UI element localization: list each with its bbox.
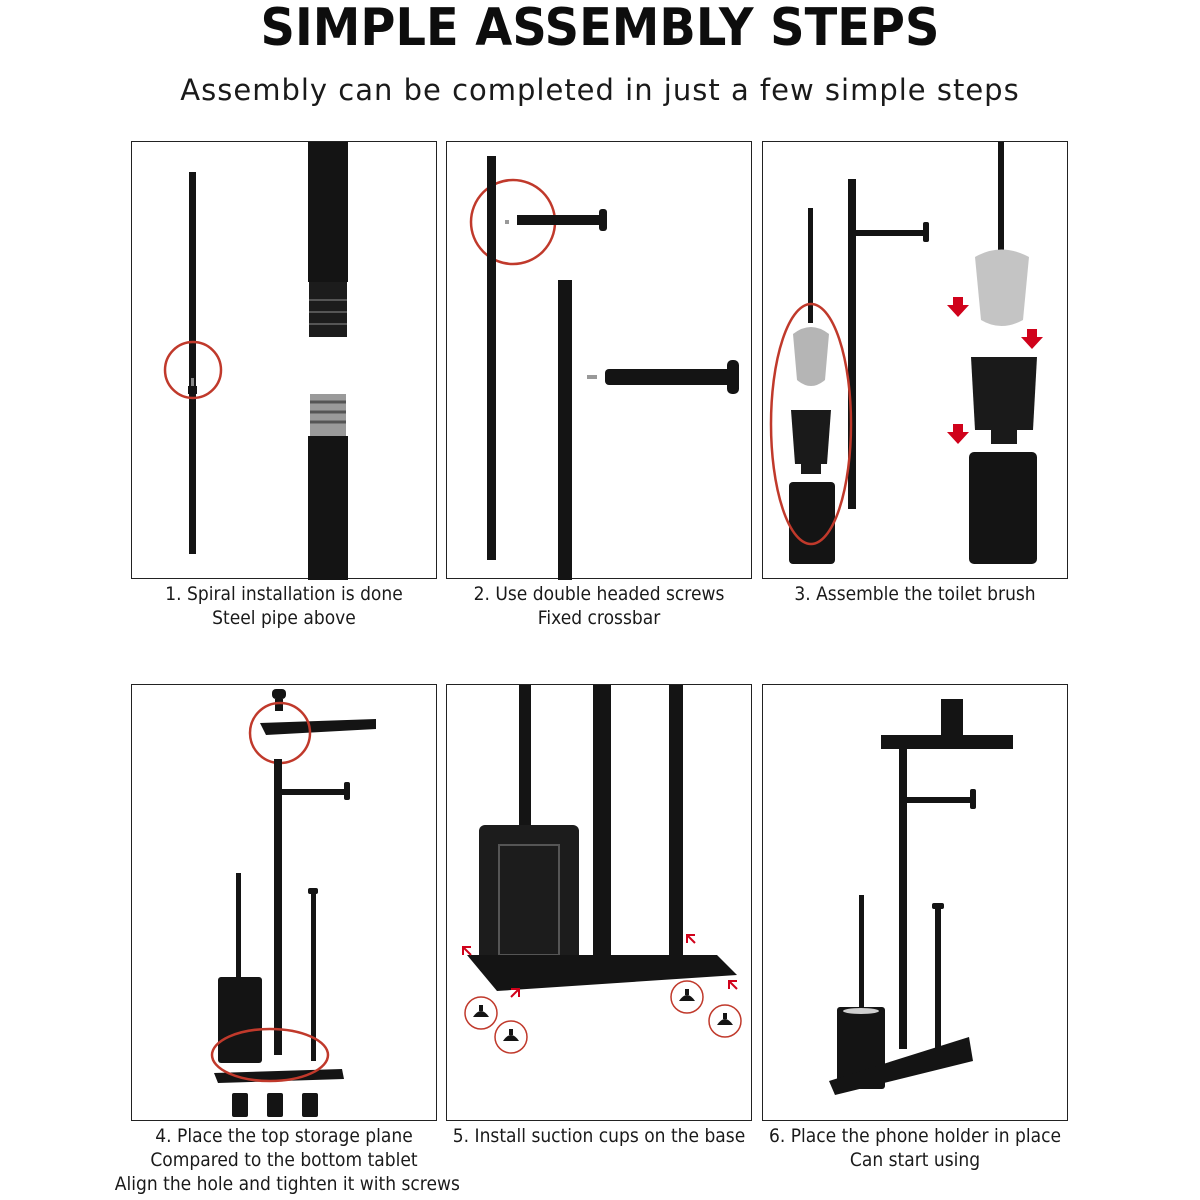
step-6-panel — [762, 684, 1068, 1121]
step-4-caption-line3: Align the hole and tighten it with screw… — [114, 1173, 460, 1195]
page-subtitle: Assembly can be completed in just a few … — [180, 73, 1020, 107]
step-6-caption-line2: Can start using — [849, 1149, 981, 1171]
step-1-illustration — [163, 142, 348, 580]
step-4-caption-line1: 4. Place the top storage plane — [155, 1125, 413, 1147]
step-1-caption: 1. Spiral installation is done Steel pip… — [146, 582, 421, 630]
step-4-panel — [131, 684, 437, 1121]
step-4-caption: 4. Place the top storage plane Compared … — [114, 1124, 460, 1196]
step-3-caption-line1: 3. Assemble the toilet brush — [794, 583, 1036, 605]
step-5-panel — [446, 684, 752, 1121]
step-5-caption: 5. Install suction cups on the base — [452, 1124, 745, 1148]
step-1-panel — [131, 141, 437, 580]
step-2-caption-line1: 2. Use double headed screws — [473, 583, 725, 605]
step-2-caption: 2. Use double headed screws Fixed crossb… — [461, 582, 736, 630]
step-1-caption-line1: 1. Spiral installation is done — [165, 583, 403, 605]
step-5-illustration — [462, 685, 742, 1054]
step-3-panel — [762, 141, 1068, 579]
step-6-caption-line1: 6. Place the phone holder in place — [768, 1125, 1062, 1147]
step-2-illustration — [469, 156, 739, 580]
step-4-illustration — [210, 689, 376, 1117]
step-1-caption-line2: Steel pipe above — [212, 607, 356, 629]
step-2-caption-line2: Fixed crossbar — [537, 607, 661, 629]
step-2-panel — [446, 141, 752, 580]
page-title: SIMPLE ASSEMBLY STEPS — [260, 0, 940, 58]
step-3-illustration — [769, 142, 1043, 564]
step-5-caption-line1: 5. Install suction cups on the base — [452, 1125, 746, 1147]
step-4-caption-line2: Compared to the bottom tablet — [150, 1149, 418, 1171]
step-6-caption: 6. Place the phone holder in place Can s… — [768, 1124, 1061, 1172]
step-6-illustration — [829, 699, 1013, 1095]
step-3-caption: 3. Assemble the toilet brush — [777, 582, 1052, 606]
